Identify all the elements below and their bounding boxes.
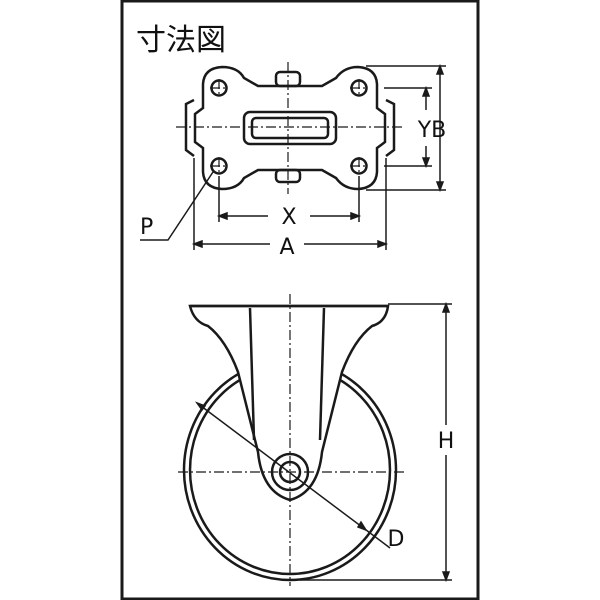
drawing-title: 寸法図	[136, 23, 226, 58]
side-view-centerlines	[178, 294, 404, 586]
dimension-h-label: H	[438, 429, 455, 454]
dimension-a	[191, 158, 389, 250]
dimension-x-label: X	[281, 205, 296, 230]
dimension-a-label: A	[279, 235, 294, 260]
dimension-p-label: P	[140, 215, 153, 240]
dimension-yb	[366, 63, 446, 193]
top-view-plate	[184, 65, 396, 191]
dimension-d	[194, 401, 391, 549]
dimension-yb-label: YB	[417, 118, 447, 143]
drawing-border	[120, 0, 480, 600]
dimension-h	[300, 301, 452, 583]
dimension-d-label: D	[388, 527, 405, 552]
dimension-x	[216, 176, 362, 222]
dimension-p-leader	[140, 171, 214, 241]
top-view-centerlines	[176, 62, 404, 194]
